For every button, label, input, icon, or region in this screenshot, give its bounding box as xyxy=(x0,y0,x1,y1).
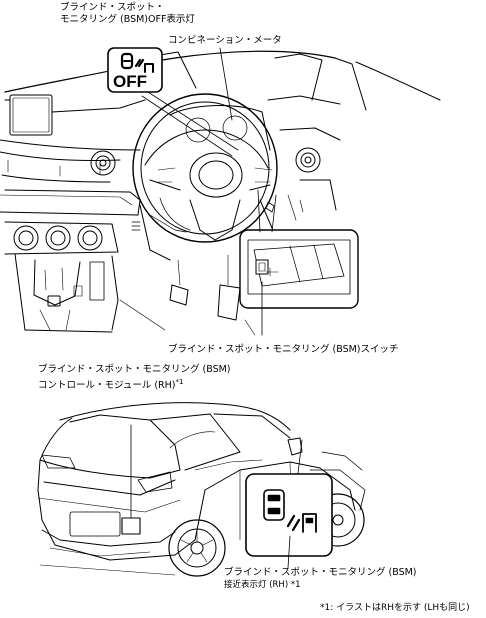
control-module-label-line2: コントロール・モジュール (RH) xyxy=(38,380,176,392)
bsm-approach-indicator-icon xyxy=(245,473,333,557)
off-indicator-text: OFF xyxy=(113,72,147,91)
approach-label-line2: 接近表示灯 (RH) *1 xyxy=(224,580,301,590)
bsm-control-module-label: ブラインド・スポット・モニタリング (BSM) コントロール・モジュール (RH… xyxy=(38,364,231,392)
combination-meter-label: コンビネーション・メータ xyxy=(168,35,282,46)
approach-label-line1: ブラインド・スポット・モニタリング (BSM) xyxy=(224,567,417,578)
dashboard-illustration: OFF xyxy=(0,47,441,336)
vehicle-rear-illustration xyxy=(37,402,366,577)
bsm-approach-indicator-label: ブラインド・スポット・モニタリング (BSM) 接近表示灯 (RH) *1 xyxy=(224,567,417,591)
bsm-switch-label: ブラインド・スポット・モニタリング (BSM)スイッチ xyxy=(168,344,399,355)
control-module-footnote-mark: *1 xyxy=(175,378,184,386)
footnote: *1: イラストはRHを示す (LHも同じ) xyxy=(320,603,470,613)
bsm-off-label-line2: モニタリング (BSM)OFF表示灯 xyxy=(60,14,195,25)
control-module-label-line1: ブラインド・スポット・モニタリング (BSM) xyxy=(38,364,231,375)
bsm-off-label-line1: ブラインド・スポット・ xyxy=(60,2,165,13)
bsm-off-indicator-icon: OFF xyxy=(107,47,163,93)
bsm-off-indicator-label: ブラインド・スポット・ モニタリング (BSM)OFF表示灯 xyxy=(60,2,195,26)
